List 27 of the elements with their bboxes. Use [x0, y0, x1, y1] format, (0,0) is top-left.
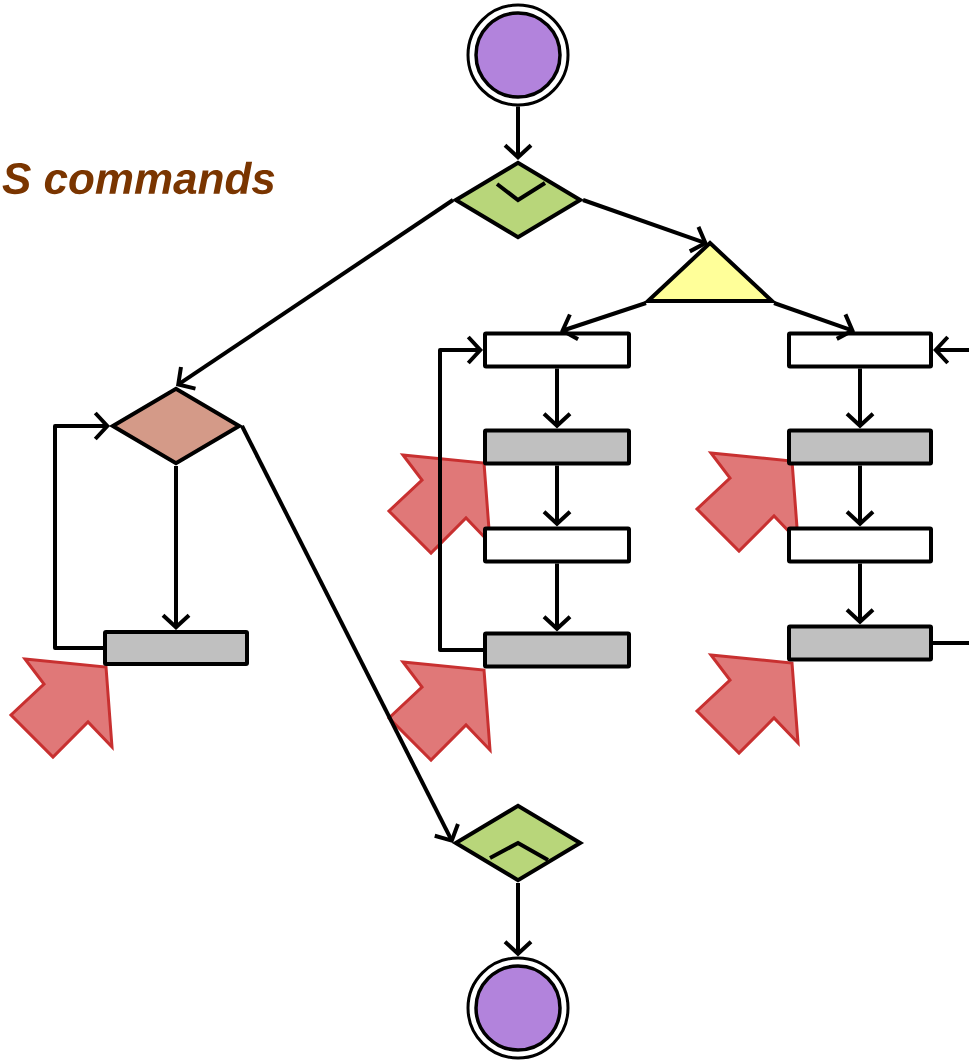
command-box — [483, 428, 631, 466]
end-circle — [466, 956, 570, 1060]
arrow — [240, 425, 460, 843]
heading-text: S commands — [2, 161, 275, 195]
arrow — [845, 465, 875, 527]
arrow — [503, 883, 533, 957]
command-box — [483, 631, 631, 669]
start-circle — [466, 3, 570, 107]
arrow — [845, 368, 875, 429]
command-box — [103, 630, 249, 666]
step-box — [483, 526, 631, 564]
command-box — [787, 428, 933, 466]
arrow — [582, 198, 708, 254]
arrow — [161, 466, 191, 630]
arrow — [438, 335, 483, 652]
step-box — [483, 331, 631, 369]
arrow — [542, 368, 572, 429]
command-box — [787, 624, 933, 662]
arrow — [176, 198, 455, 391]
step-box — [787, 526, 933, 564]
step-box — [787, 331, 933, 369]
arrow — [773, 301, 855, 341]
arrow — [542, 465, 572, 527]
arrow — [542, 563, 572, 632]
arrow — [845, 563, 875, 625]
arrow — [560, 301, 647, 341]
arrow — [53, 411, 110, 650]
